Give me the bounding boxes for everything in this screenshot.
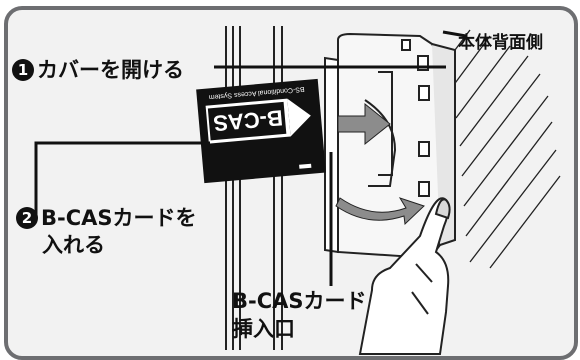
push-arrow-icon [337, 102, 391, 146]
step1-text: カバーを開ける [37, 58, 184, 82]
rear-panel-label: 本体背面側 [458, 33, 543, 53]
device-rails [225, 26, 283, 350]
step2-number-badge: 2 [16, 207, 38, 229]
slot-label: B-CASカード 挿入口 [232, 287, 367, 343]
rear-panel-hatch [439, 29, 561, 269]
hand-pointing-icon [358, 197, 451, 355]
leader-lines [34, 30, 467, 286]
open-cover-arrow-icon [335, 197, 425, 226]
device-cover [324, 32, 456, 260]
step2-text-line1: B-CASカードを [41, 206, 197, 230]
step1-number-badge: 1 [12, 59, 34, 81]
slot-label-line2: 挿入口 [232, 317, 295, 341]
card-logo-text: B-CAS [212, 105, 284, 136]
step2-text-line2: 入れる [42, 233, 105, 257]
b-cas-card: B-CAS BS-Conditional Access System [196, 78, 326, 184]
slot-label-line1: B-CASカード [232, 289, 367, 313]
